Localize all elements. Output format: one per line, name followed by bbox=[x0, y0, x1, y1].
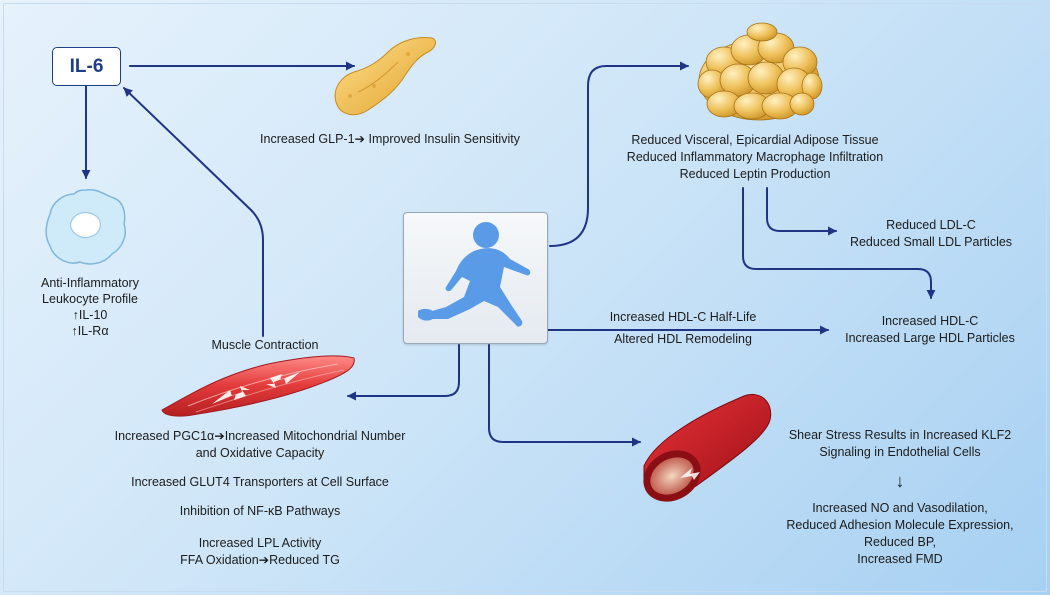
leukocyte-line-4: ↑IL-Rα bbox=[71, 324, 109, 338]
muscle-effect-4: Increased LPL Activity FFA Oxidation➔Red… bbox=[80, 535, 440, 569]
vessel-cause-line-1: Shear Stress Results in Increased KLF2 bbox=[788, 428, 1012, 442]
adipose-caption: Reduced Visceral, Epicardial Adipose Tis… bbox=[600, 132, 910, 183]
vessel-effect-4: Increased FMD bbox=[857, 552, 943, 566]
artery-illustration bbox=[643, 394, 772, 502]
muscle-effect-4-line-2: FFA Oxidation➔Reduced TG bbox=[180, 553, 340, 567]
vessel-cause-line-2: Signaling in Endothelial Cells bbox=[819, 445, 981, 459]
pancreas-illustration bbox=[334, 37, 436, 116]
adipose-line-3: Reduced Leptin Production bbox=[679, 167, 831, 181]
arrow-adipose-to-hdl bbox=[742, 187, 936, 299]
exercise-node bbox=[403, 212, 548, 344]
muscle-fiber-illustration bbox=[161, 355, 355, 417]
vessel-down-arrow: ↓ bbox=[895, 471, 905, 491]
pancreas-caption: Increased GLP-1➔ Improved Insulin Sensit… bbox=[260, 132, 520, 146]
muscle-effect-3: Inhibition of NF-κB Pathways bbox=[179, 504, 341, 518]
leukocyte-illustration bbox=[45, 188, 126, 265]
vessel-effect-1: Increased NO and Vasodilation, bbox=[812, 501, 988, 515]
hdl-line-1: Increased HDL-C bbox=[881, 314, 979, 328]
vessel-cause: Shear Stress Results in Increased KLF2 S… bbox=[760, 427, 1040, 461]
vessel-effect-3: Reduced BP, bbox=[863, 535, 937, 549]
il6-node: IL-6 bbox=[52, 47, 121, 86]
ldl-line-2: Reduced Small LDL Particles bbox=[849, 235, 1013, 249]
muscle-effect-1-line-1: Increased PGC1α➔Increased Mitochondrial … bbox=[114, 429, 406, 443]
vessel-effect-2: Reduced Adhesion Molecule Expression, bbox=[786, 518, 1014, 532]
hdl-caption: Increased HDL-C Increased Large HDL Part… bbox=[830, 313, 1030, 347]
muscle-effect-2: Increased GLUT4 Transporters at Cell Sur… bbox=[131, 475, 389, 489]
muscle-effect-1-line-2: and Oxidative Capacity bbox=[195, 446, 325, 460]
leukocyte-caption: Anti-Inflammatory Leukocyte Profile ↑IL-… bbox=[20, 275, 160, 339]
leukocyte-line-3: ↑IL-10 bbox=[72, 308, 108, 322]
ldl-caption: Reduced LDL-C Reduced Small LDL Particle… bbox=[836, 217, 1026, 251]
vessel-effects: Increased NO and Vasodilation, Reduced A… bbox=[760, 500, 1040, 568]
canvas-frame bbox=[3, 3, 1047, 592]
muscle-effect-1: Increased PGC1α➔Increased Mitochondrial … bbox=[80, 428, 440, 462]
ldl-line-1: Reduced LDL-C bbox=[886, 218, 976, 232]
leukocyte-line-2: Leukocyte Profile bbox=[42, 292, 138, 306]
arrow-adipose-to-ldl bbox=[766, 187, 837, 236]
hdl-path-label-below: Altered HDL Remodeling bbox=[614, 332, 752, 346]
adipose-line-2: Reduced Inflammatory Macrophage Infiltra… bbox=[626, 150, 884, 164]
arrow-muscle-to-il6 bbox=[123, 87, 264, 337]
running-person-icon bbox=[418, 222, 531, 327]
arrow-runner-to-adipose bbox=[549, 61, 689, 247]
hdl-line-2: Increased Large HDL Particles bbox=[845, 331, 1015, 345]
arrow-runner-to-muscle bbox=[347, 344, 460, 401]
muscle-title: Muscle Contraction bbox=[211, 338, 319, 352]
leukocyte-line-1: Anti-Inflammatory bbox=[41, 276, 139, 290]
hdl-path-label-above: Increased HDL-C Half-Life bbox=[609, 310, 757, 324]
muscle-effect-4-line-1: Increased LPL Activity bbox=[198, 536, 322, 550]
adipocyte-cluster-illustration bbox=[697, 22, 823, 121]
arrow-runner-to-vessel bbox=[488, 344, 641, 447]
adipose-line-1: Reduced Visceral, Epicardial Adipose Tis… bbox=[631, 133, 879, 147]
